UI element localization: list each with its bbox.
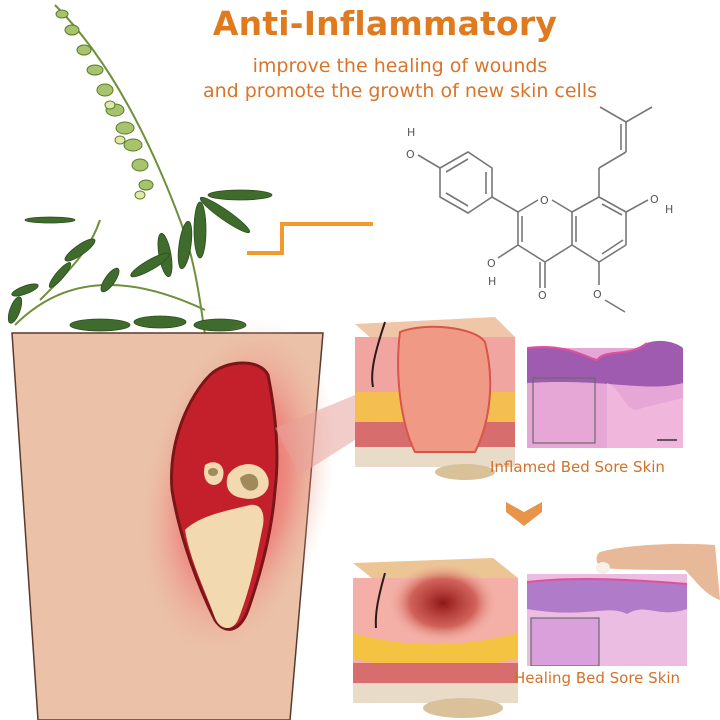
healing-skin-cube — [353, 558, 518, 718]
subtitle: improve the healing of wounds and promot… — [160, 54, 640, 104]
finger-illustration — [596, 543, 720, 600]
atom-o: O — [538, 289, 547, 302]
atom-h: H — [488, 275, 496, 288]
leg-wound-illustration — [11, 320, 355, 720]
healing-histology-image — [527, 574, 687, 666]
page-title: Anti-Inflammatory — [212, 4, 558, 43]
atom-h: H — [407, 126, 415, 139]
atom-o: O — [406, 148, 415, 161]
atom-o: O — [593, 288, 602, 301]
plant-illustration — [7, 4, 273, 336]
subtitle-line-1: improve the healing of wounds — [252, 55, 548, 77]
inflamed-histology-image — [527, 340, 683, 448]
connector-line — [247, 222, 373, 255]
inflamed-skin-cube — [355, 317, 515, 480]
molecule-structure: H O O O H O H O O — [406, 106, 673, 313]
chevron-down-icon — [506, 502, 542, 526]
inflamed-label: Inflamed Bed Sore Skin — [490, 458, 665, 476]
atom-h: H — [665, 203, 673, 216]
atom-o: O — [650, 193, 659, 206]
subtitle-line-2: and promote the growth of new skin cells — [202, 80, 598, 102]
atom-o: O — [540, 194, 549, 207]
healing-label: Healing Bed Sore Skin — [514, 669, 681, 687]
atom-o: O — [487, 257, 496, 270]
